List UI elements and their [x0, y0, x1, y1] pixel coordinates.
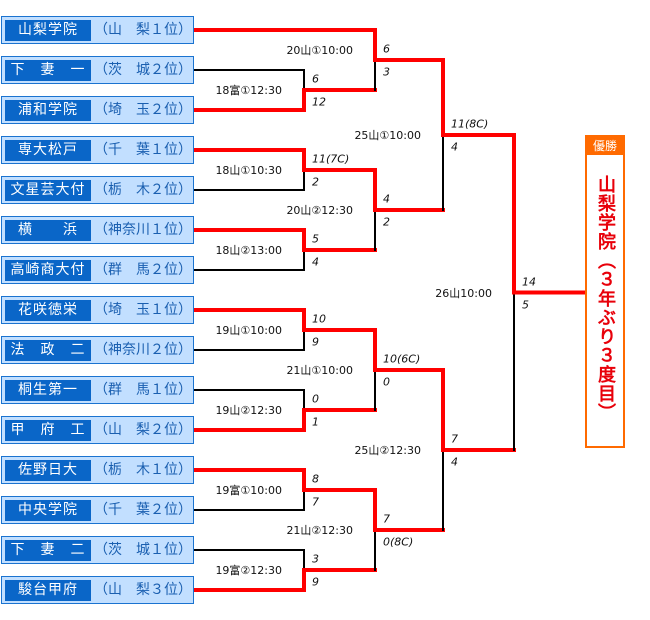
score-bottom: 4: [451, 455, 458, 469]
team-box[interactable]: 専大松戸（千 葉１位）: [1, 136, 194, 164]
match-time: 19富②12:30: [215, 564, 282, 577]
score-top: 3: [312, 552, 319, 566]
champion-header: 優勝: [587, 137, 623, 155]
team-box[interactable]: 浦和学院（埼 玉２位）: [1, 96, 194, 124]
team-name: 法 政 二: [5, 340, 91, 361]
score-top: 8: [312, 472, 319, 486]
team-box[interactable]: 高崎商大付（群 馬２位）: [1, 256, 194, 284]
match-time: 18富①12:30: [215, 84, 282, 97]
champion-box: 優勝 山梨学院（３年ぶり３度目）: [585, 135, 625, 448]
team-box[interactable]: 山梨学院（山 梨１位）: [1, 16, 194, 44]
team-prefecture: （埼 玉１位）: [94, 302, 192, 318]
match-time: 19山①10:00: [215, 324, 282, 337]
team-box[interactable]: 下 妻 一（茨 城２位）: [1, 56, 194, 84]
team-name: 横 浜: [5, 220, 91, 241]
match-time: 21山②12:30: [286, 524, 353, 537]
team-prefecture: （山 梨１位）: [94, 22, 192, 38]
score-bottom: 9: [312, 335, 319, 349]
team-name: 駿台甲府: [5, 580, 91, 601]
match-time: 25山②12:30: [354, 444, 421, 457]
team-name: 中央学院: [5, 500, 91, 521]
team-name: 下 妻 一: [5, 60, 91, 81]
score-top: 0: [312, 392, 319, 406]
team-prefecture: （埼 玉２位）: [94, 102, 192, 118]
match-time: 18山①10:30: [215, 164, 282, 177]
match-time: 19富①10:00: [215, 484, 282, 497]
team-prefecture: （群 馬１位）: [94, 382, 192, 398]
team-name: 山梨学院: [5, 20, 91, 41]
score-top: 6: [383, 42, 390, 56]
team-box[interactable]: 中央学院（千 葉２位）: [1, 496, 194, 524]
score-bottom: 7: [312, 495, 319, 509]
match-time: 18山②13:00: [215, 244, 282, 257]
team-prefecture: （群 馬２位）: [94, 262, 192, 278]
team-box[interactable]: 文星芸大付（栃 木２位）: [1, 176, 194, 204]
score-top: 6: [312, 72, 319, 86]
score-bottom: 2: [383, 215, 390, 229]
team-box[interactable]: 甲 府 工（山 梨２位）: [1, 416, 194, 444]
team-box[interactable]: 下 妻 二（茨 城１位）: [1, 536, 194, 564]
team-prefecture: （神奈川１位）: [94, 222, 192, 238]
score-top: 11(7C): [312, 152, 350, 166]
team-name: 桐生第一: [5, 380, 91, 401]
score-bottom: 12: [312, 95, 326, 109]
score-top: 7: [451, 432, 458, 446]
team-prefecture: （栃 木１位）: [94, 462, 192, 478]
match-time: 26山10:00: [435, 286, 492, 300]
team-prefecture: （栃 木２位）: [94, 182, 192, 198]
score-bottom: 4: [312, 255, 319, 269]
score-top: 11(8C): [451, 117, 489, 131]
score-top: 5: [312, 232, 319, 246]
team-box[interactable]: 法 政 二（神奈川２位）: [1, 336, 194, 364]
score-top: 4: [383, 192, 390, 206]
score-bottom: 4: [451, 140, 458, 154]
team-prefecture: （山 梨２位）: [94, 422, 192, 438]
team-box[interactable]: 横 浜（神奈川１位）: [1, 216, 194, 244]
match-time: 21山①10:00: [286, 364, 353, 377]
match-time: 19山②12:30: [215, 404, 282, 417]
team-box[interactable]: 桐生第一（群 馬１位）: [1, 376, 194, 404]
score-top: 7: [383, 512, 390, 526]
match-time: 20山②12:30: [286, 204, 353, 217]
score-top: 14: [522, 275, 536, 288]
team-prefecture: （千 葉１位）: [94, 142, 192, 158]
team-name: 下 妻 二: [5, 540, 91, 561]
team-prefecture: （千 葉２位）: [94, 502, 192, 518]
champion-name: 山梨学院（３年ぶり３度目）: [595, 175, 616, 422]
team-box[interactable]: 駿台甲府（山 梨３位）: [1, 576, 194, 604]
team-name: 佐野日大: [5, 460, 91, 481]
match-time: 20山①10:00: [286, 44, 353, 57]
score-top: 10: [312, 312, 326, 326]
team-box[interactable]: 花咲徳栄（埼 玉１位）: [1, 296, 194, 324]
score-bottom: 9: [312, 575, 319, 589]
score-bottom: 0(8C): [383, 535, 414, 549]
score-bottom: 0: [383, 375, 390, 389]
team-name: 高崎商大付: [5, 260, 91, 281]
score-bottom: 2: [312, 175, 319, 189]
team-box[interactable]: 佐野日大（栃 木１位）: [1, 456, 194, 484]
team-name: 浦和学院: [5, 100, 91, 121]
team-name: 甲 府 工: [5, 420, 91, 441]
team-prefecture: （茨 城１位）: [94, 542, 192, 558]
score-bottom: 1: [312, 415, 319, 429]
team-name: 文星芸大付: [5, 180, 91, 201]
score-bottom: 5: [522, 298, 529, 311]
team-prefecture: （神奈川２位）: [94, 342, 192, 358]
team-prefecture: （山 梨３位）: [94, 582, 192, 598]
team-prefecture: （茨 城２位）: [94, 62, 192, 78]
score-bottom: 3: [383, 65, 390, 79]
match-time: 25山①10:00: [354, 129, 421, 142]
score-top: 10(6C): [383, 352, 421, 366]
team-name: 花咲徳栄: [5, 300, 91, 321]
team-name: 専大松戸: [5, 140, 91, 161]
